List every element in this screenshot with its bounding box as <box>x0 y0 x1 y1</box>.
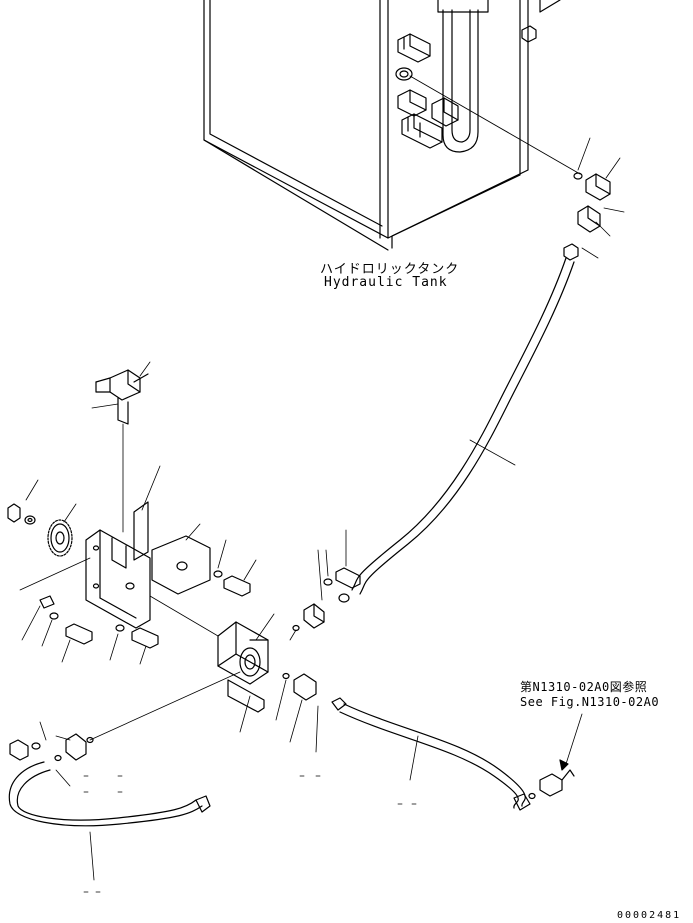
tank-label-japanese: ハイドロリックタンク <box>320 262 460 277</box>
tank-fitting-lower <box>401 113 443 149</box>
lower-right-hose <box>315 697 583 811</box>
gear-pump <box>217 613 275 733</box>
tank-fitting-elbow <box>431 97 459 127</box>
pump-outlet-fittings <box>275 549 325 743</box>
tank-label-english: Hydraulic Tank <box>324 275 448 290</box>
part-number-dashes <box>83 775 417 893</box>
hose-end-fasteners <box>323 529 361 603</box>
cover-plate <box>151 523 211 595</box>
nut-washer-left <box>7 479 39 525</box>
tank-fitting-upper <box>397 33 431 63</box>
reference-note-english: See Fig.N1310-02A0 <box>520 695 660 709</box>
mounting-bracket <box>85 465 161 629</box>
bracket-fasteners <box>21 595 159 665</box>
lower-left-hose <box>8 671 241 881</box>
reference-note-japanese: 第N1310-02A0図参照 <box>520 680 648 694</box>
bracket-bolt-right <box>213 539 257 597</box>
hydraulic-tank <box>203 0 561 251</box>
top-right-elbow <box>563 137 625 261</box>
suction-hose <box>351 257 575 595</box>
pressure-sensor <box>91 361 151 533</box>
gear-wheel <box>47 503 77 557</box>
tank-fitting-port <box>395 67 413 81</box>
drawing-number: 00002481 <box>617 910 682 921</box>
tank-fitting-middle <box>397 89 427 117</box>
